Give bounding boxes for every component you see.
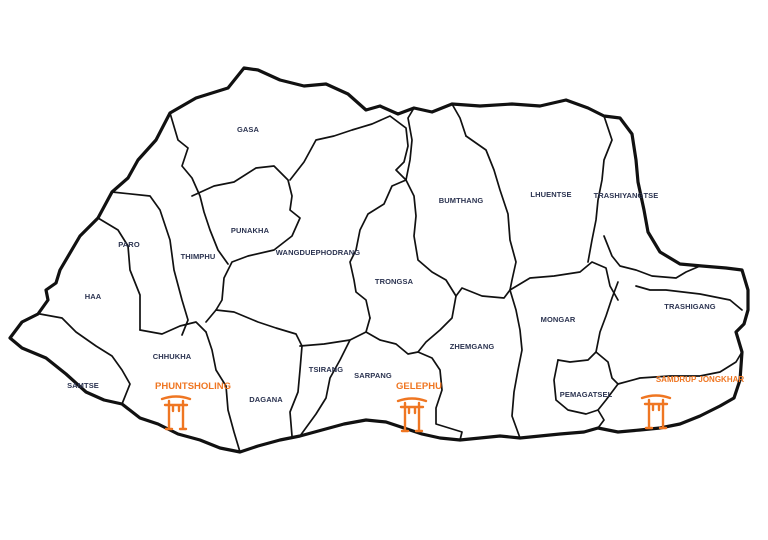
district-label-chhukha: CHHUKHA [153,352,192,361]
district-label-haa: HAA [85,292,102,301]
gate-icon [396,397,428,433]
district-label-bumthang: BUMTHANG [439,196,484,205]
district-label-paro: PARO [118,240,140,249]
district-label-punakha: PUNAKHA [231,226,270,235]
gate-icon [160,395,192,431]
district-label-sarpang: SARPANG [354,371,392,380]
district-labels: GASA PARO THIMPHU PUNAKHA HAA WANGDUEPHO… [67,125,716,404]
district-label-tsirang: TSIRANG [309,365,344,374]
town-label-samdrup-jongkhar: SAMDRUP JONGKHAR [656,375,745,384]
district-label-trashiyangtse: TRASHIYANGTSE [594,191,659,200]
gate-icon [640,394,672,430]
town-label-phuntsholing: PHUNTSHOLING [155,381,231,392]
district-label-pemagatsel: PEMAGATSEL [560,390,613,399]
district-label-gasa: GASA [237,125,260,134]
district-label-trongsa: TRONGSA [375,277,414,286]
district-label-lhuentse: LHUENTSE [530,190,571,199]
country-outline [8,66,750,454]
district-label-thimphu: THIMPHU [181,252,216,261]
district-label-wangduephodrang: WANGDUEPHODRANG [276,248,360,257]
town-label-gelephu: GELEPHU [396,381,442,392]
district-label-mongar: MONGAR [541,315,576,324]
district-label-samtse: SAMTSE [67,381,99,390]
district-label-trashigang: TRASHIGANG [664,302,715,311]
district-label-dagana: DAGANA [249,395,283,404]
border-towns: PHUNTSHOLING GELEPHU SAMDRUP JONGKHAR [155,375,745,433]
district-label-zhemgang: ZHEMGANG [450,342,495,351]
district-borders [39,103,743,453]
